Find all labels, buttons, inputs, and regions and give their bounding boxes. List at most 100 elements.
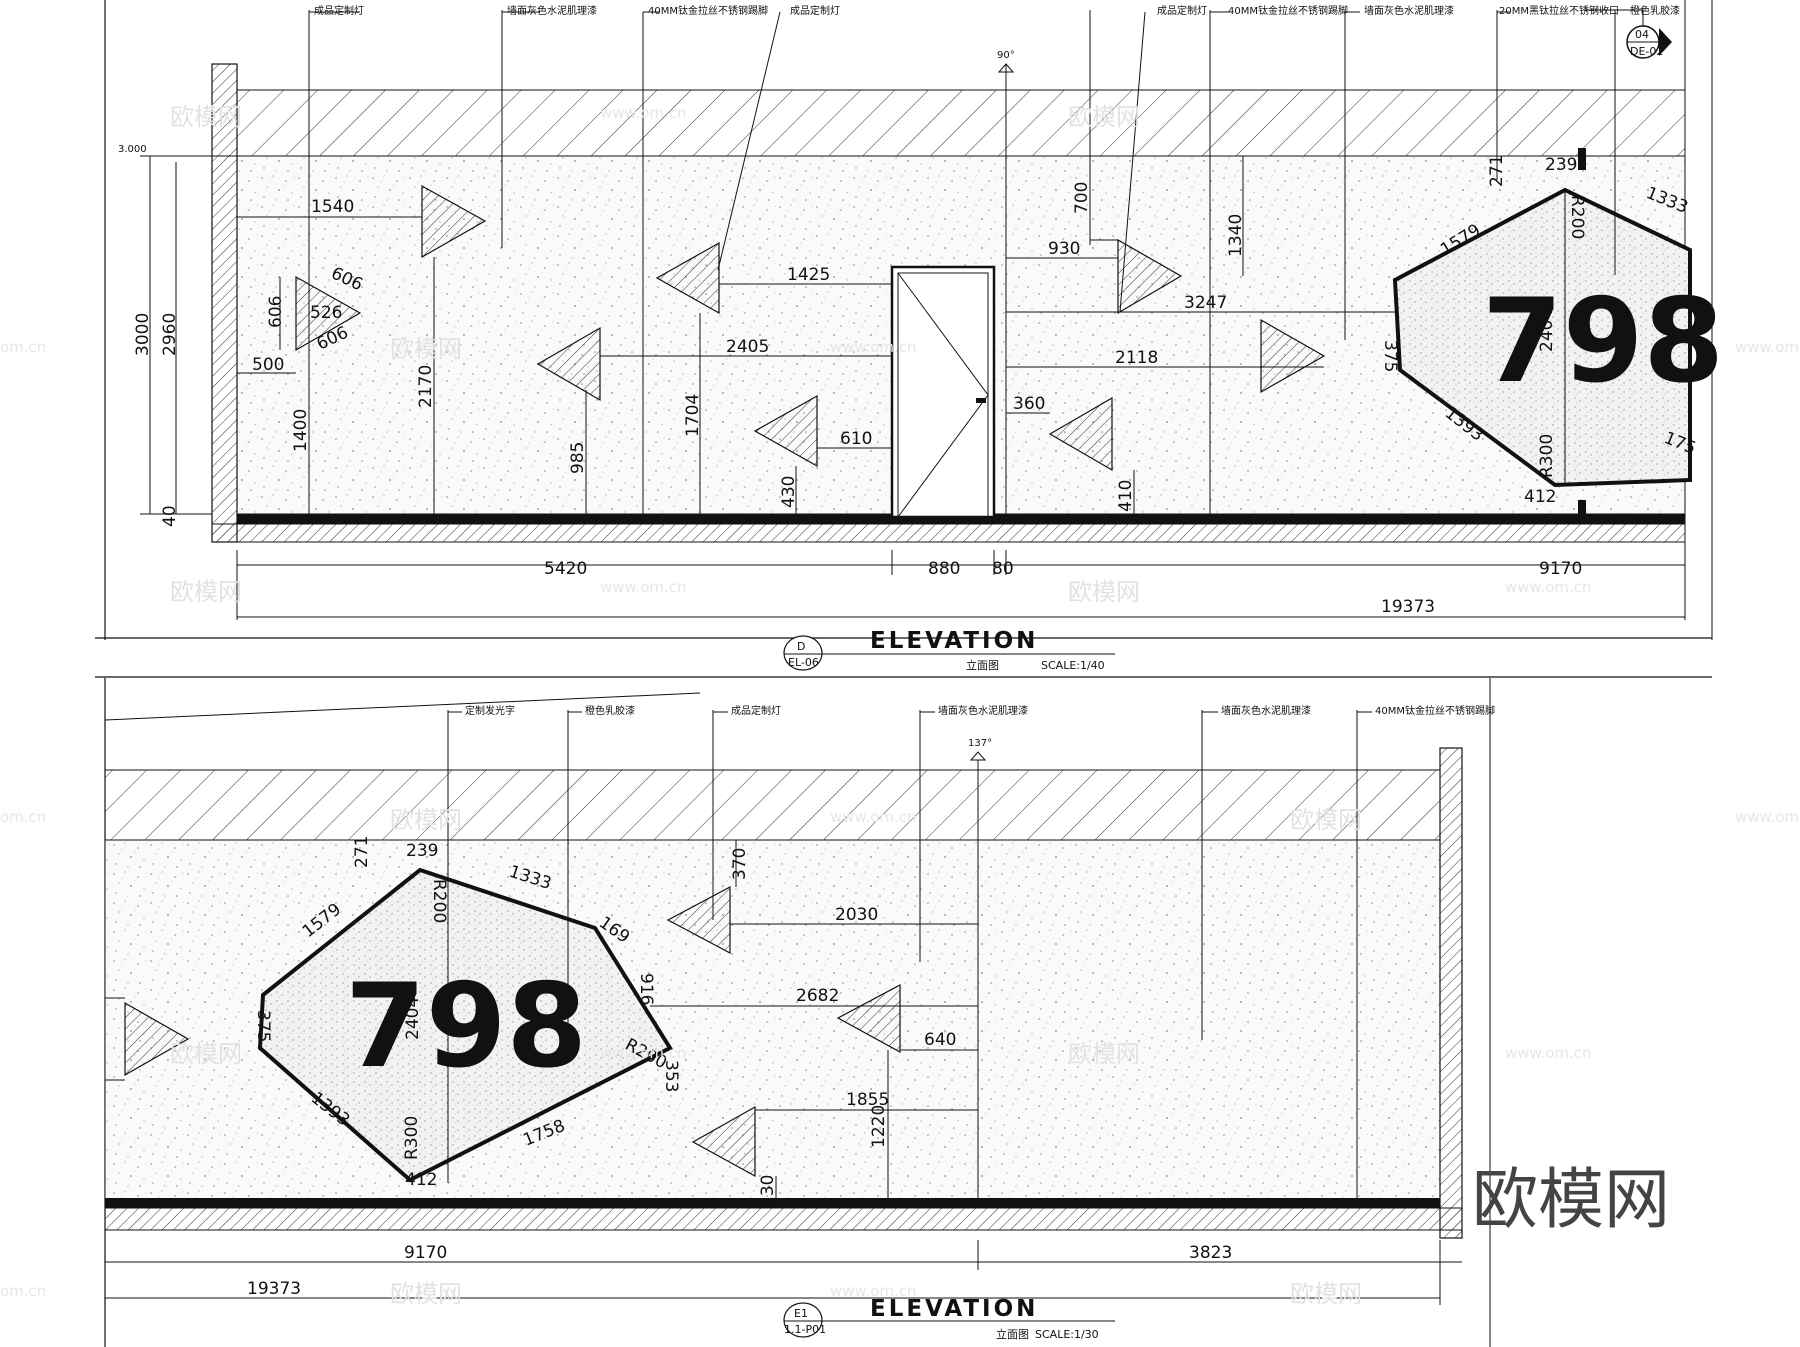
svg-text:1425: 1425 [787, 265, 830, 285]
svg-text:2405: 2405 [726, 337, 769, 357]
svg-text:3247: 3247 [1184, 293, 1227, 313]
svg-text:www.om.cn: www.om.cn [1735, 338, 1800, 356]
svg-text:880: 880 [928, 559, 960, 579]
triangle-light [295, 275, 362, 352]
svg-text:欧模网: 欧模网 [170, 1040, 242, 1068]
svg-text:SCALE:1/30: SCALE:1/30 [1035, 1328, 1099, 1341]
svg-text:430: 430 [779, 476, 799, 508]
svg-text:1220: 1220 [869, 1105, 889, 1148]
svg-text:www.om.cn: www.om.cn [600, 578, 687, 596]
sign-number: 798 [345, 959, 587, 1094]
svg-text:40MM钛金拉丝不锈钢踢脚: 40MM钛金拉丝不锈钢踢脚 [648, 4, 768, 17]
svg-text:3000: 3000 [133, 313, 153, 356]
annotation-notes: 成品定制灯 墙面灰色水泥肌理漆 40MM钛金拉丝不锈钢踢脚 成品定制灯 成品定制… [314, 4, 1680, 17]
section-marker: 04 DE-02 [1585, 9, 1672, 59]
svg-text:om.cn: om.cn [0, 1282, 46, 1300]
angle-marker: 137° [968, 738, 992, 761]
triangle-light [1117, 238, 1183, 315]
svg-text:5420: 5420 [544, 559, 587, 579]
svg-text:700: 700 [1072, 182, 1092, 214]
svg-text:1540: 1540 [311, 197, 354, 217]
door [890, 265, 996, 519]
svg-text:410: 410 [1116, 480, 1136, 512]
svg-text:橙色乳胶漆: 橙色乳胶漆 [585, 704, 635, 717]
svg-text:定制发光字: 定制发光字 [465, 704, 515, 717]
svg-text:成品定制灯: 成品定制灯 [731, 704, 781, 717]
svg-text:EL-06: EL-06 [788, 656, 819, 669]
sign-number: 798 [1482, 274, 1724, 409]
svg-text:om.cn: om.cn [0, 808, 46, 826]
svg-text:40: 40 [160, 505, 180, 527]
svg-text:欧模网: 欧模网 [170, 103, 242, 131]
svg-text:500: 500 [252, 355, 284, 375]
svg-text:137°: 137° [968, 738, 992, 749]
svg-text:2404: 2404 [1537, 309, 1557, 352]
level-mark: 3.000 [118, 144, 147, 155]
svg-text:1400: 1400 [291, 409, 311, 452]
triangle-light [1260, 318, 1326, 394]
svg-text:www.om.cn: www.om.cn [830, 338, 917, 356]
svg-text:40MM钛金拉丝不锈钢踢脚: 40MM钛金拉丝不锈钢踢脚 [1375, 704, 1495, 717]
svg-text:欧模网: 欧模网 [390, 1280, 462, 1308]
svg-text:墙面灰色水泥肌理漆: 墙面灰色水泥肌理漆 [1364, 4, 1454, 17]
svg-text:239: 239 [1545, 155, 1577, 175]
triangle-lights [124, 886, 901, 1178]
svg-text:2030: 2030 [835, 905, 878, 925]
svg-text:成品定制灯: 成品定制灯 [314, 4, 364, 17]
angle-marker: 90° [997, 50, 1015, 73]
svg-text:930: 930 [1048, 239, 1080, 259]
triangle-light [655, 241, 720, 315]
svg-text:om.cn: om.cn [0, 338, 46, 356]
svg-text:D: D [797, 640, 805, 653]
triangle-light [666, 886, 731, 954]
svg-text:欧模网: 欧模网 [1290, 806, 1362, 834]
svg-text:立面图: 立面图 [996, 1327, 1029, 1341]
svg-text:19373: 19373 [247, 1279, 301, 1299]
svg-text:1340: 1340 [1226, 214, 1246, 257]
svg-text:2170: 2170 [416, 365, 436, 408]
svg-text:360: 360 [1013, 394, 1045, 414]
elevation-d: 798 04 DE-02 [95, 0, 1724, 672]
triangle-light [753, 394, 818, 468]
svg-text:80: 80 [992, 559, 1014, 579]
svg-text:成品定制灯: 成品定制灯 [790, 4, 840, 17]
svg-text:370: 370 [730, 848, 750, 880]
watermarks: 欧模网 欧模网 欧模网 欧模网 欧模网 欧模网 欧模网 欧模网 欧模网 欧模网 … [0, 103, 1800, 1308]
ceiling-hatch-band [104, 769, 1441, 841]
svg-text:欧模网: 欧模网 [1068, 1040, 1140, 1068]
svg-text:9170: 9170 [1539, 559, 1582, 579]
svg-text:9170: 9170 [404, 1243, 447, 1263]
svg-text:985: 985 [568, 442, 588, 474]
svg-text:欧模网: 欧模网 [390, 806, 462, 834]
svg-text:橙色乳胶漆: 橙色乳胶漆 [1630, 4, 1680, 17]
svg-text:www.om.cn: www.om.cn [1735, 808, 1800, 826]
svg-text:375: 375 [1380, 340, 1400, 372]
annotation-notes: 定制发光字 橙色乳胶漆 成品定制灯 墙面灰色水泥肌理漆 墙面灰色水泥肌理漆 40… [465, 704, 1495, 717]
elevation-e1: 798 [95, 676, 1712, 1347]
svg-text:640: 640 [924, 1030, 956, 1050]
svg-text:3823: 3823 [1189, 1243, 1232, 1263]
triangle-light [124, 1001, 190, 1077]
svg-text:1.1-P01: 1.1-P01 [784, 1323, 826, 1336]
svg-text:墙面灰色水泥肌理漆: 墙面灰色水泥肌理漆 [507, 4, 597, 17]
floor-slab [211, 523, 1686, 543]
svg-text:412: 412 [1524, 487, 1556, 507]
svg-text:2118: 2118 [1115, 348, 1158, 368]
triangle-light [691, 1105, 756, 1178]
svg-text:DE-02: DE-02 [1630, 45, 1663, 58]
left-wall-column [211, 63, 238, 543]
svg-text:欧模网: 欧模网 [1068, 578, 1140, 606]
svg-text:成品定制灯: 成品定制灯 [1157, 4, 1207, 17]
triangle-lights [295, 184, 1326, 472]
svg-text:375: 375 [253, 1010, 273, 1042]
view-title-e1: E1 1.1-P01 ELEVATION 立面图 SCALE:1/30 [783, 1296, 1115, 1341]
svg-text:606: 606 [266, 296, 286, 328]
right-wall-column [1439, 747, 1463, 1239]
svg-text:19373: 19373 [1381, 597, 1435, 617]
svg-text:欧模网: 欧模网 [390, 335, 462, 363]
svg-text:ELEVATION: ELEVATION [870, 628, 1038, 654]
svg-text:E1: E1 [794, 1307, 808, 1320]
svg-text:欧模网: 欧模网 [1068, 103, 1140, 131]
skirting [105, 1198, 1440, 1208]
